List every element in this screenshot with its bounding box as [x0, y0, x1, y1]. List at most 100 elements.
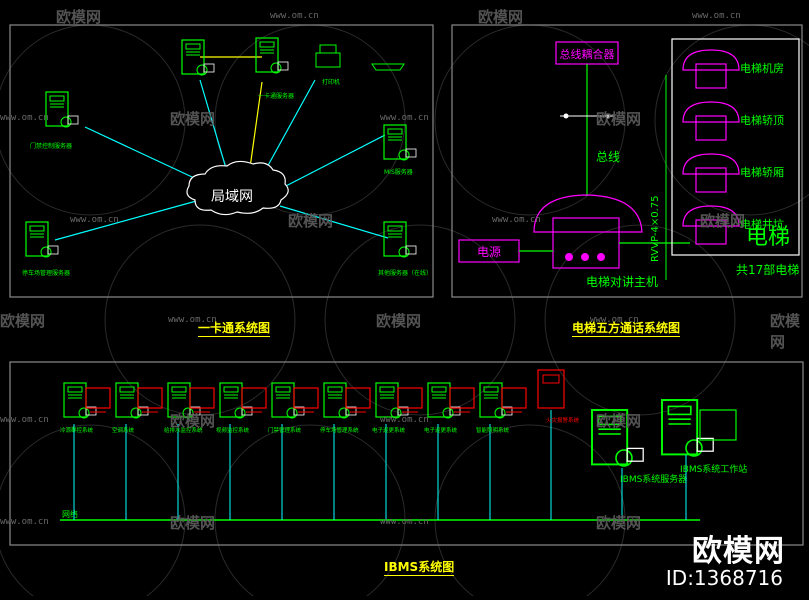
intercom-host-label: 电梯对讲主机 — [586, 274, 658, 289]
brand-logo-text: 欧模网 — [692, 534, 785, 569]
watermark-url: www.om.cn — [0, 517, 49, 527]
workstation-server-icon — [323, 382, 357, 419]
card-node-label: 停车场管理服务器 — [22, 269, 70, 277]
monitor-icon — [501, 387, 527, 413]
ibms-subsystem-label: 门禁管理系统 — [268, 426, 302, 434]
monitor-icon — [345, 387, 371, 413]
elevator-station: 电梯井坑 — [682, 205, 784, 245]
ibms-diagram: 网络 冷源群控系统 空调系统 给排水监控系统 视频监控系统 门禁管理系统 停车场管理系统 电… — [60, 369, 747, 521]
elevator-system-caption: 电梯五方通话系统图 — [572, 321, 681, 337]
ibms-subsystem-label: 给排水监控系统 — [164, 426, 203, 434]
card-node-label: 其他服务器（在线） — [378, 269, 432, 277]
watermark-url: www.om.cn — [168, 315, 217, 325]
elevator-big-label: 电梯 — [746, 225, 790, 250]
monitor-icon — [241, 387, 267, 413]
watermark: 欧模网 — [478, 8, 524, 26]
watermark: 欧模网 — [288, 212, 334, 230]
watermark: 欧模网 — [376, 312, 422, 330]
scanner-icon — [371, 63, 405, 71]
watermark: 欧模网 — [770, 312, 801, 351]
monitor-icon — [85, 387, 111, 413]
server-icon — [383, 221, 417, 258]
server-icon — [255, 37, 289, 74]
ibms-subsystem-label: 智能照明系统 — [476, 426, 510, 434]
elevator-station: 电梯机房 — [682, 49, 784, 89]
fire-alarm-label: 火灾报警系统 — [546, 416, 580, 424]
ibms-subsystem-devices: 冷源群控系统 空调系统 给排水监控系统 视频监控系统 门禁管理系统 停车场管理系统 电子巡更… — [60, 369, 747, 520]
watermark-url: www.om.cn — [380, 415, 429, 425]
card-node-label: MIS服务器 — [384, 168, 413, 176]
elevator-station-label: 电梯井坑 — [740, 217, 784, 231]
elevator-station-label: 电梯机房 — [740, 61, 784, 75]
watermark: 欧模网 — [596, 110, 642, 128]
ibms-workstation-label: IBMS系统工作站 — [680, 463, 747, 475]
bus-label: 总线 — [596, 150, 620, 164]
server-icon — [181, 39, 215, 76]
monitor-icon — [137, 387, 163, 413]
elevator-station-label: 电梯轿顶 — [740, 113, 784, 127]
elevator-station-label: 电梯轿厢 — [740, 165, 784, 179]
elevator-system-frame — [451, 24, 803, 298]
monitor-icon — [449, 387, 475, 413]
ibms-system-caption: IBMS系统图 — [384, 560, 455, 576]
ibms-subsystem-label: 电子巡更系统 — [372, 426, 406, 434]
power-label: 电源 — [477, 245, 501, 259]
ibms-subsystem-label: 电子巡更系统 — [424, 426, 458, 434]
ibms-subsystem-label: 空调系统 — [112, 426, 135, 434]
elevator-station: 电梯轿顶 — [682, 101, 784, 141]
watermark: 欧模网 — [596, 514, 642, 532]
brand-id: ID:1368716 — [665, 566, 783, 590]
monitor-icon — [293, 387, 319, 413]
watermark-url: www.om.cn — [492, 215, 541, 225]
server-icon — [45, 91, 79, 128]
watermark-url: www.om.cn — [0, 113, 49, 123]
watermark-url: www.om.cn — [0, 415, 49, 425]
cable-spec-label: RVVP-4×0.75 — [650, 195, 661, 262]
watermark: 欧模网 — [170, 514, 216, 532]
elevator-diagram: 总线耦合器 总线 电源 电梯对讲主机 RVVP-4×0.75 电梯机房电梯轿顶电… — [458, 38, 800, 289]
card-system-frame — [9, 24, 434, 298]
watermark: 欧模网 — [700, 212, 746, 230]
card-node-label: 门禁控制服务器 — [30, 142, 72, 150]
ibms-server-icon — [591, 409, 644, 467]
workstation-server-icon — [167, 382, 201, 419]
elevator-total-label: 共17部电梯 — [736, 262, 799, 277]
fire-alarm-panel-icon — [537, 369, 565, 409]
watermark: 欧模网 — [170, 412, 216, 430]
watermark: 欧模网 — [0, 312, 46, 330]
elevator-station: 电梯轿厢 — [682, 153, 784, 193]
watermark-url: www.om.cn — [270, 11, 319, 21]
ibms-system-frame — [9, 361, 804, 546]
printer-icon — [315, 44, 341, 68]
monitor-icon — [397, 387, 423, 413]
lan-cloud-label: 局域网 — [211, 189, 253, 205]
watermark-url: www.om.cn — [590, 315, 639, 325]
watermark-url: www.om.cn — [380, 517, 429, 527]
card-node-label: 打印机 — [322, 78, 340, 86]
monitor-icon — [699, 409, 737, 441]
watermark-url: www.om.cn — [692, 11, 741, 21]
monitor-icon — [189, 387, 215, 413]
watermark-url: www.om.cn — [380, 113, 429, 123]
ibms-server-label: IBMS系统服务器 — [620, 473, 687, 485]
watermark: 欧模网 — [56, 8, 102, 26]
lan-cloud — [186, 160, 289, 216]
ibms-subsystem-label: 视频监控系统 — [216, 426, 250, 434]
elevator-group-box — [671, 38, 800, 256]
card-system-caption: 一卡通系统图 — [198, 321, 271, 337]
card-node-label: 一卡通服务器 — [258, 92, 294, 100]
watermark: 欧模网 — [170, 110, 216, 128]
workstation-server-icon — [427, 382, 461, 419]
ibms-network-label: 网络 — [62, 509, 78, 519]
bus-coupler-label: 总线耦合器 — [560, 47, 615, 61]
server-icon — [25, 221, 59, 258]
ibms-subsystem-label: 停车场管理系统 — [320, 426, 359, 434]
server-icon — [383, 124, 417, 161]
watermark: 欧模网 — [596, 412, 642, 430]
ibms-subsystem-label: 冷源群控系统 — [60, 426, 94, 434]
watermark-url: www.om.cn — [70, 215, 119, 225]
